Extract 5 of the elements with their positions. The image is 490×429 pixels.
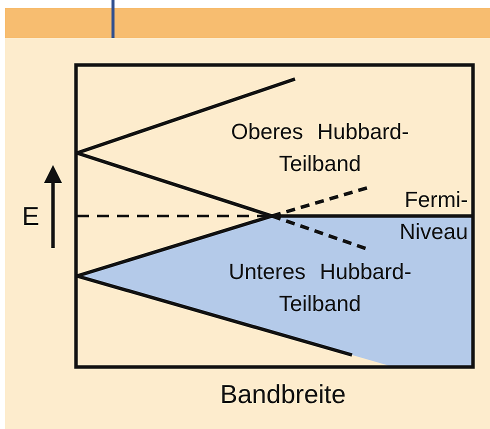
band-label: Unteres Hubbard- Teilband (228, 258, 412, 318)
band-label: Oberes Hubbard- Teilband (230, 118, 410, 178)
axis-label: Bandbreite (219, 378, 347, 410)
level-label: Fermi- Niveau (398, 186, 468, 246)
axis-label: E (22, 200, 40, 232)
